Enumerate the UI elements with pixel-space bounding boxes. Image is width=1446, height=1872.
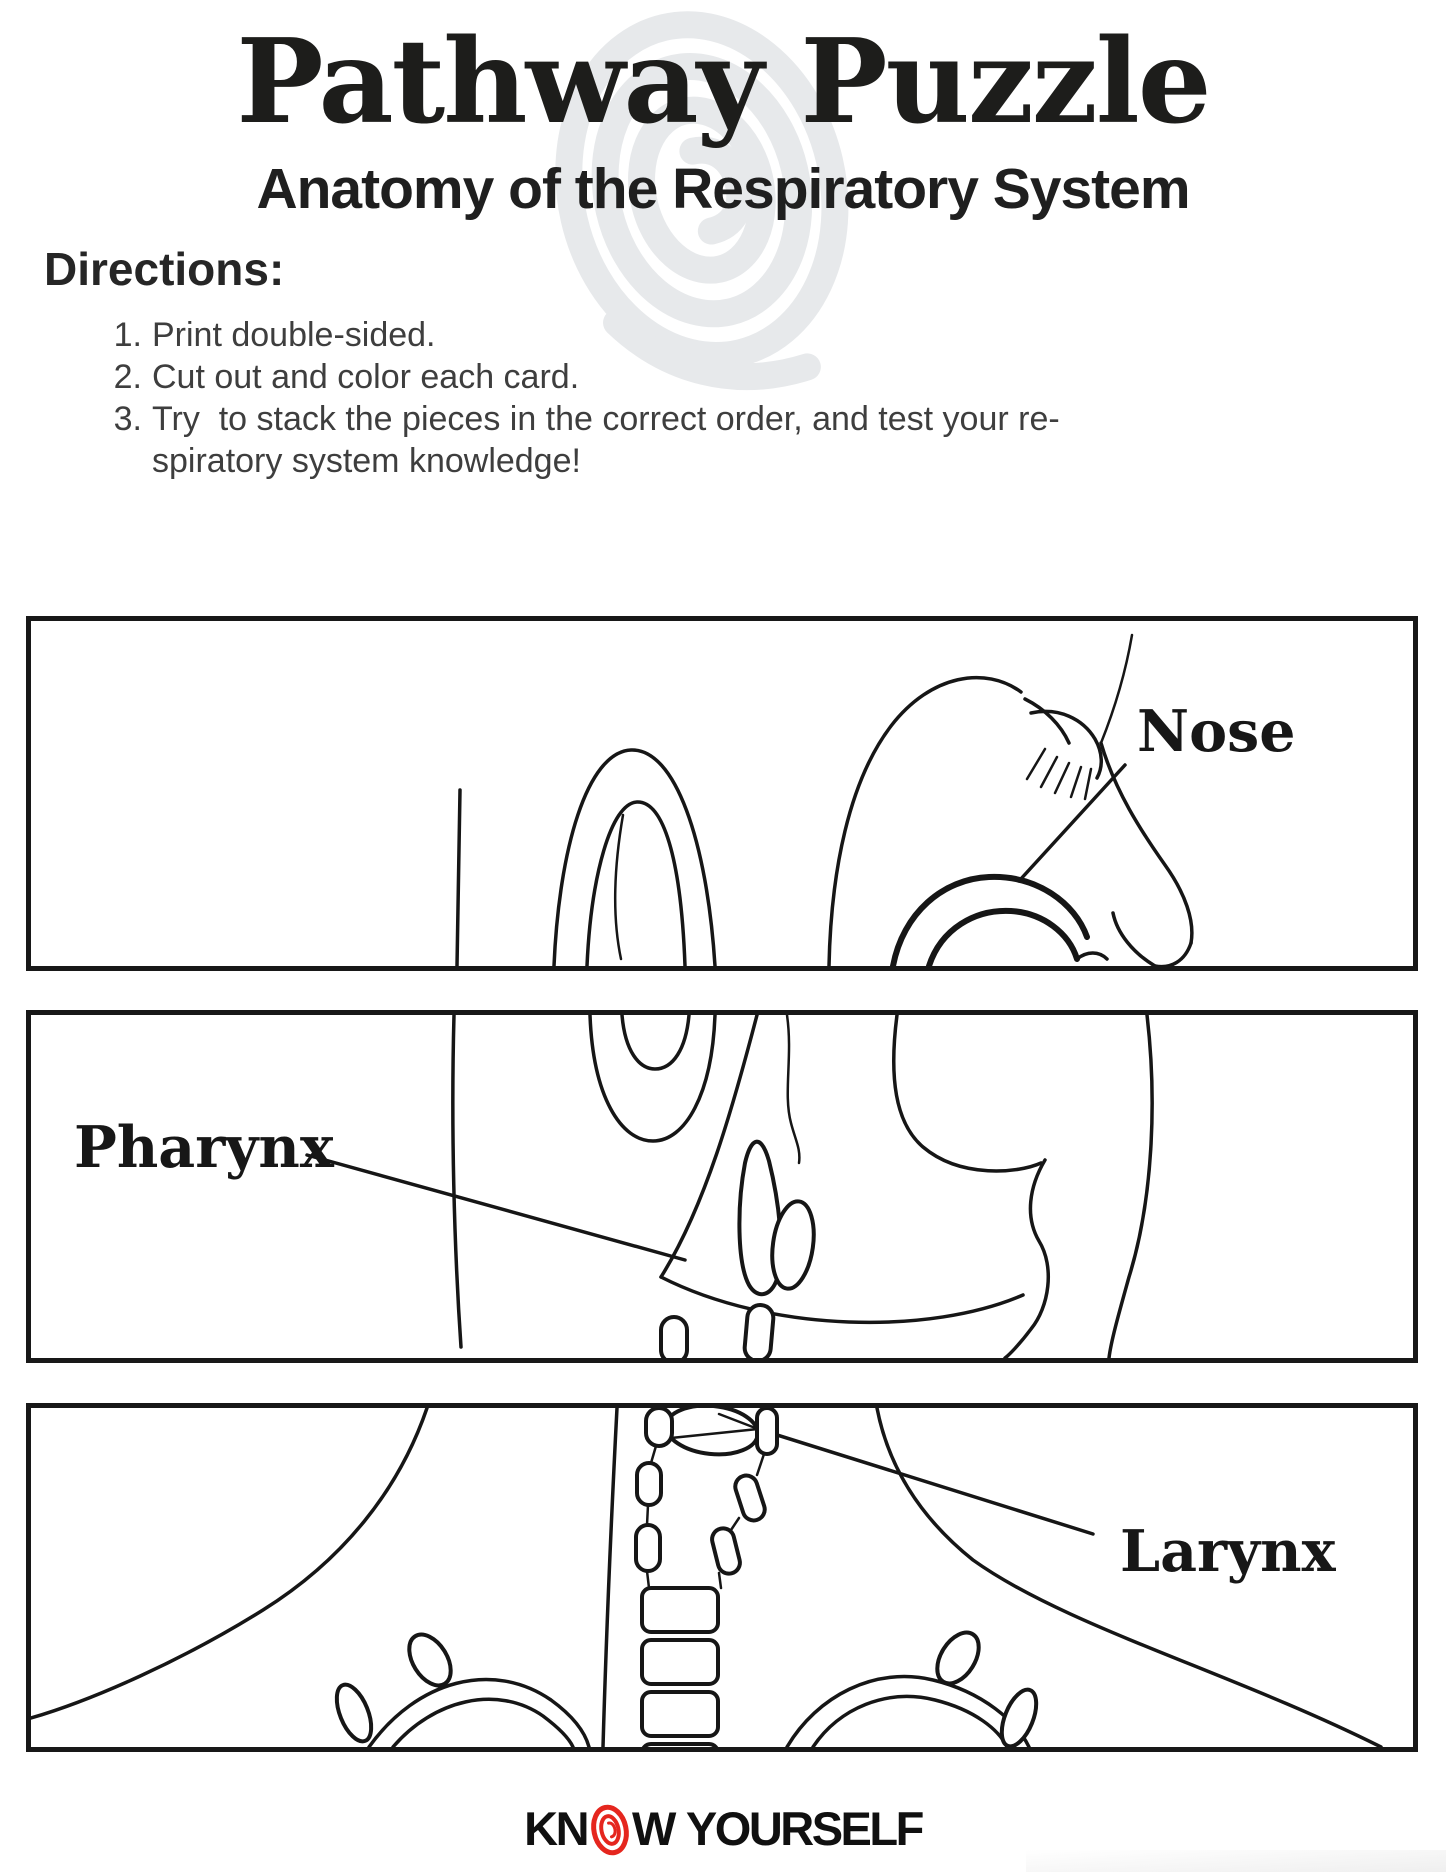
- page-title: Pathway Puzzle: [236, 14, 1211, 150]
- cartilage-capsule: [742, 1303, 776, 1358]
- pharynx-card-drawing: Pharynx: [74, 1015, 1154, 1358]
- mouth-floor-curve: [892, 1015, 1043, 1173]
- hyoid-capsule: [659, 1315, 689, 1358]
- chin-curve: [1003, 1158, 1051, 1358]
- puzzle-card-nose: Nose: [26, 616, 1418, 971]
- upper-lip-arc: [890, 873, 1090, 966]
- earlobe-outline: [588, 1015, 717, 1143]
- ear-outline: [552, 748, 717, 966]
- nose-tip: [1153, 941, 1193, 966]
- back-of-head-line: [455, 788, 462, 966]
- nose-ridge: [1099, 741, 1194, 945]
- face-profile: [827, 675, 1023, 966]
- directions-item: 2. Cut out and color each card.: [98, 356, 1198, 398]
- back-of-head-line: [451, 1015, 463, 1349]
- fingerprint-watermark-icon: [555, 11, 849, 391]
- anatomy-label-pharynx: Pharynx: [74, 1114, 335, 1181]
- leader-tail-a: [669, 1427, 760, 1440]
- page-subtitle: Anatomy of the Respiratory System: [256, 157, 1190, 221]
- left-clavicle-arch: [334, 1632, 591, 1747]
- item-text: Try to stack the pieces in the correct o…: [152, 400, 1060, 480]
- ear-inner-detail: [613, 813, 625, 961]
- item-number: 2.: [113, 358, 142, 396]
- neck-front-line: [1107, 1015, 1154, 1358]
- soft-palate-squiggle: [785, 1015, 801, 1165]
- nostril-wing: [1111, 911, 1157, 966]
- left-cartilage-chain: [634, 1408, 674, 1590]
- ear-inner-outline: [585, 800, 687, 966]
- puzzle-card-larynx: Larynx: [26, 1403, 1418, 1752]
- jaw-line: [659, 1015, 759, 1279]
- directions-heading: Directions:: [44, 243, 285, 295]
- item-number: 1.: [113, 316, 142, 354]
- leader-tail-b: [717, 1412, 760, 1431]
- pharynx-leader-line: [305, 1153, 687, 1262]
- earlobe-inner: [620, 1015, 691, 1071]
- esophagus-line: [601, 1408, 619, 1747]
- uvula-oval: [770, 1199, 816, 1291]
- hairline-curve: [1099, 633, 1134, 745]
- trachea-rings: [640, 1586, 720, 1747]
- puzzle-card-pharynx: Pharynx: [26, 1010, 1418, 1363]
- brow-curve: [1023, 697, 1071, 745]
- tongue-base-curve: [659, 1275, 1025, 1325]
- larynx-card-drawing: Larynx: [31, 1408, 1383, 1747]
- item-number: 3.: [113, 400, 142, 438]
- item-text: Print double-sided.: [152, 316, 436, 354]
- brand-text-yourself: YOURSELF: [685, 1801, 924, 1855]
- item-text: Cut out and color each card.: [152, 358, 580, 396]
- fingerprint-o-icon: [591, 1804, 629, 1856]
- larynx-leader-line: [756, 1427, 1095, 1536]
- directions-item: 3. Try to stack the pieces in the correc…: [98, 398, 1198, 482]
- closed-eye-curve: [1029, 709, 1103, 780]
- brand-text-kn: KN: [524, 1801, 589, 1855]
- right-clavicle-arch: [785, 1630, 1039, 1747]
- right-cartilage-chain: [710, 1408, 779, 1590]
- lip-arc: [926, 907, 1080, 966]
- left-shoulder-curve: [31, 1408, 429, 1720]
- eyelashes: [1025, 747, 1093, 801]
- anatomy-label-nose: Nose: [1137, 698, 1295, 765]
- page-corner-shadow: [1026, 1850, 1446, 1872]
- anatomy-label-larynx: Larynx: [1120, 1518, 1337, 1585]
- right-shoulder-curve: [875, 1408, 1383, 1747]
- directions-item: 1. Print double-sided.: [98, 314, 1198, 356]
- nose-card-drawing: Nose: [455, 633, 1295, 966]
- brand-logo: KN W YOURSELF: [0, 1800, 1446, 1856]
- nose-leader-line: [1017, 763, 1127, 883]
- brand-text-w: W: [632, 1801, 676, 1855]
- lip-curl: [1075, 951, 1109, 961]
- directions-list: 1. Print double-sided. 2. Cut out and co…: [98, 314, 1198, 482]
